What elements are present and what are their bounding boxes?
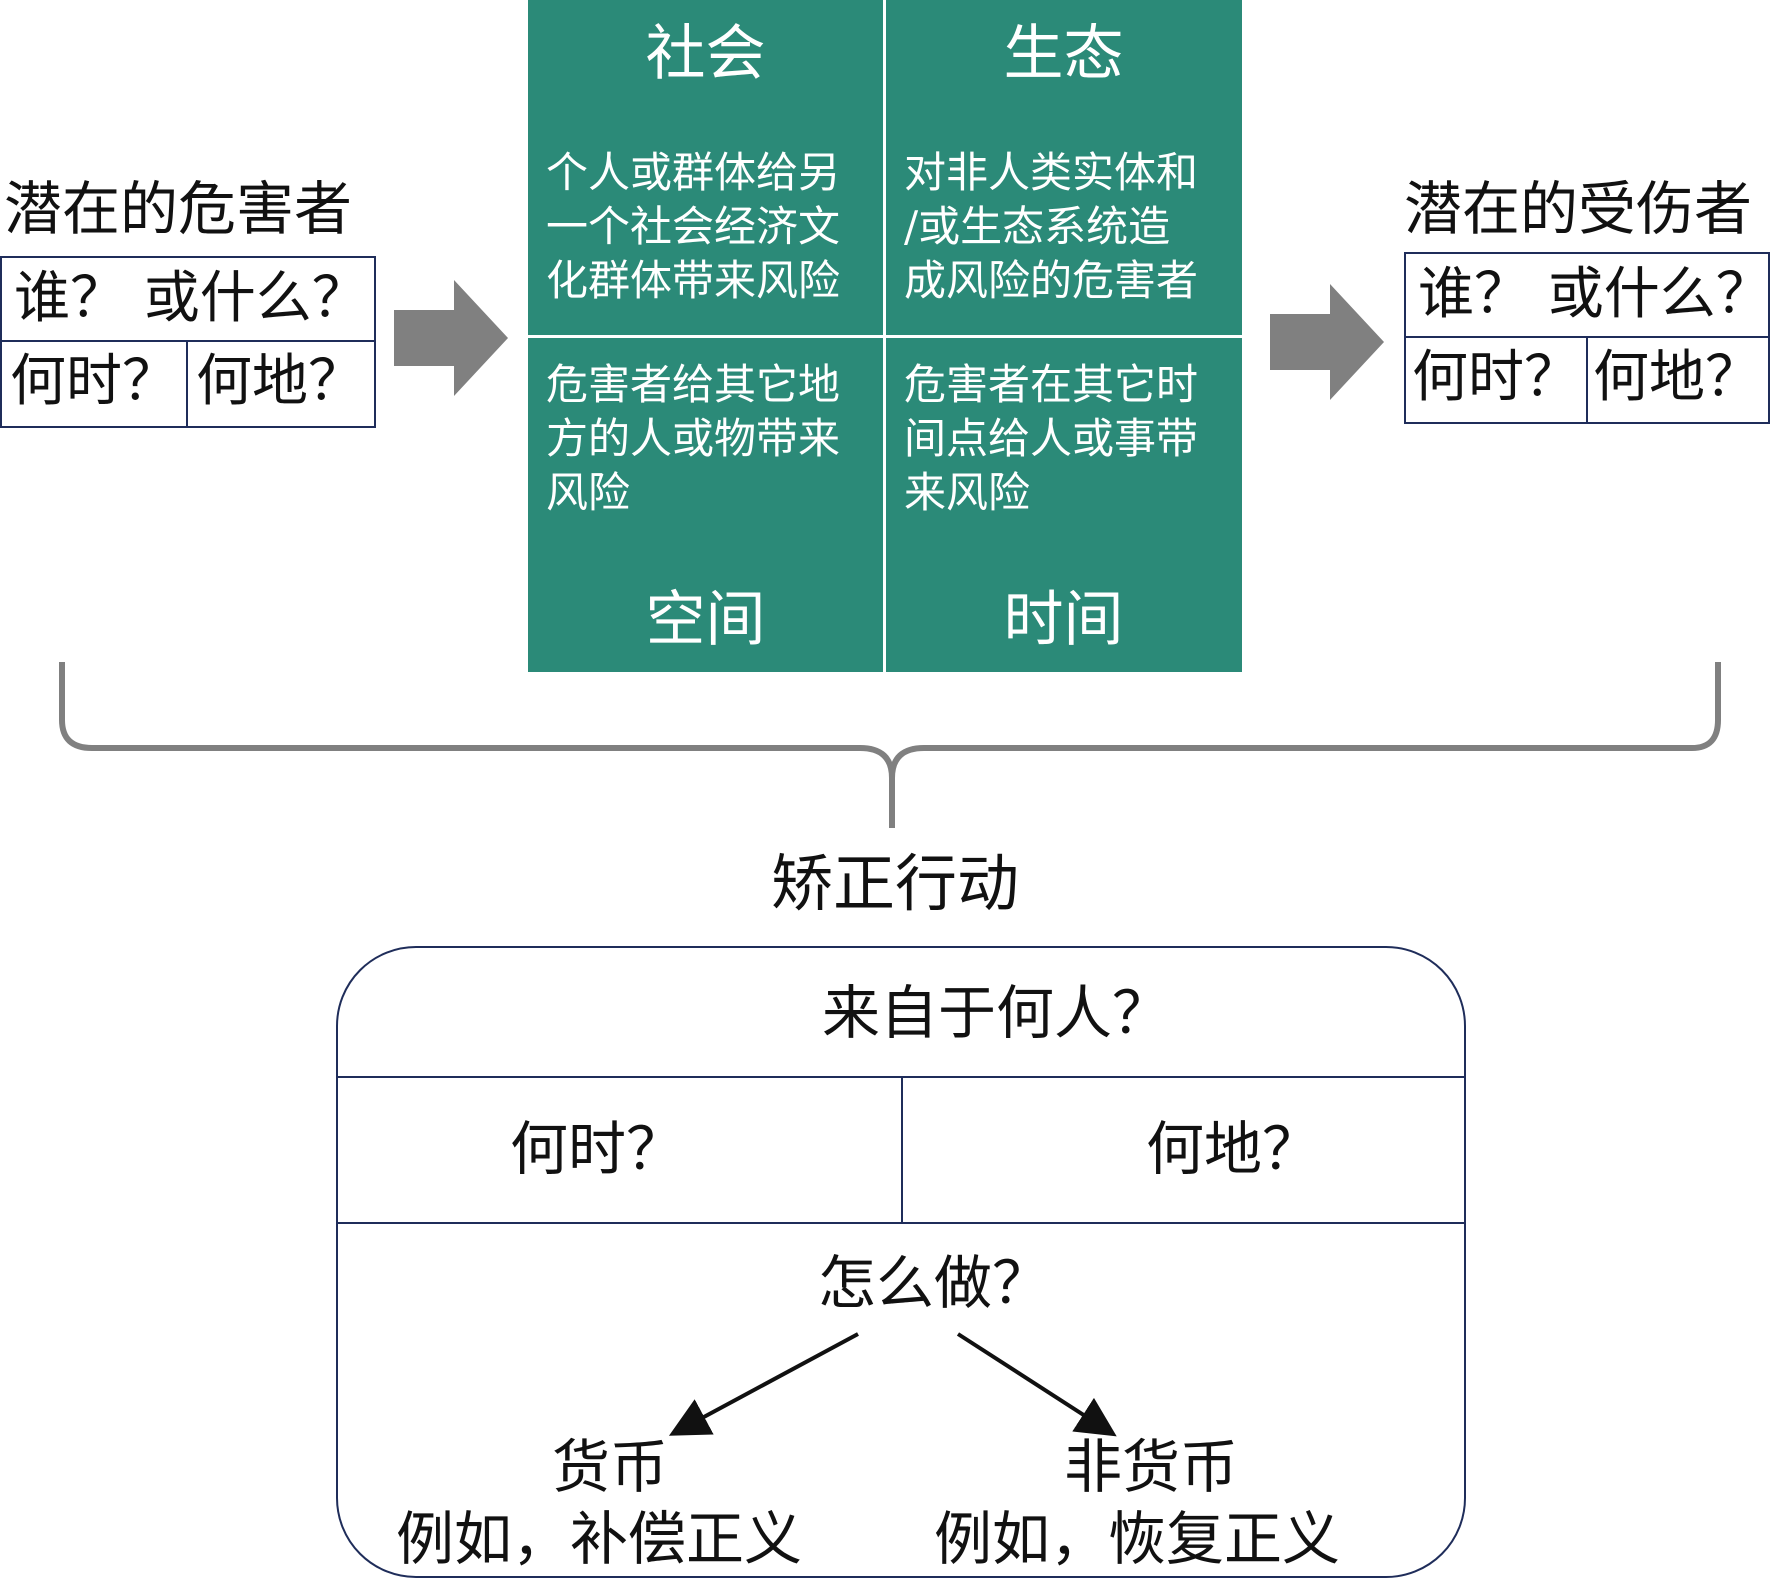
grouping-brace bbox=[59, 662, 1721, 828]
box-divider-bottom bbox=[338, 1222, 1464, 1224]
harmer-when-cell: 何时？ bbox=[2, 342, 188, 426]
corrective-action-title: 矫正行动 bbox=[770, 847, 1019, 920]
corrective-action-box: 来自于何人？ 何时？ 何地？ 怎么做？ 货币 例如，补偿正义 非货币 例如，恢复… bbox=[336, 946, 1466, 1578]
arrow-to-monetary bbox=[668, 1332, 859, 1436]
monetary-example: 例如，补偿正义 bbox=[396, 1505, 803, 1573]
right-arrow-left-shape bbox=[394, 280, 508, 396]
branch-arrows bbox=[668, 1332, 1117, 1437]
right-arrow-left bbox=[394, 280, 508, 396]
social-text-line: 一个社会经济文 bbox=[546, 202, 841, 251]
nonmonetary-example: 例如，恢复正义 bbox=[934, 1505, 1341, 1573]
matrix-time-text: 危害者在其它时 间点给人或事带 来风险 bbox=[904, 358, 1234, 520]
harmer-where-cell: 何地？ bbox=[196, 349, 364, 414]
ecological-text-line: 成风险的危害者 bbox=[904, 256, 1199, 305]
how-label: 怎么做？ bbox=[818, 1249, 1051, 1317]
victim-when-cell: 何时？ bbox=[1406, 338, 1588, 422]
matrix-space-title: 空间 bbox=[645, 585, 766, 655]
box-divider-vertical bbox=[901, 1076, 903, 1222]
matrix-ecological-title: 生态 bbox=[1003, 19, 1124, 89]
social-text-line: 个人或群体给另 bbox=[546, 148, 841, 197]
harmer-question-table: 谁？ 或什么？ 何时？ 何地？ bbox=[0, 256, 376, 428]
victim-title: 潜在的受伤者 bbox=[1404, 175, 1753, 243]
space-text-line: 方的人或物带来 bbox=[546, 414, 841, 463]
matrix-time-title: 时间 bbox=[1003, 585, 1124, 655]
harm-matrix: 社会 生态 个人或群体给另 一个社会经济文 化群体带来风险 对非人类实体和 /或… bbox=[528, 0, 1242, 672]
space-text-line: 危害者给其它地 bbox=[546, 360, 841, 409]
social-text-line: 化群体带来风险 bbox=[546, 256, 841, 305]
right-arrow-right bbox=[1270, 284, 1384, 400]
matrix-space-text: 危害者给其它地 方的人或物带来 风险 bbox=[546, 358, 876, 520]
matrix-social-title: 社会 bbox=[645, 19, 766, 89]
time-text-line: 来风险 bbox=[904, 468, 1031, 517]
matrix-ecological-text: 对非人类实体和 /或生态系统造 成风险的危害者 bbox=[904, 146, 1234, 308]
grouping-brace-path bbox=[59, 662, 1721, 828]
victim-question-table: 谁？ 或什么？ 何时？ 何地？ bbox=[1404, 252, 1772, 424]
nonmonetary-label: 非货币 bbox=[1064, 1433, 1239, 1501]
time-text-line: 危害者在其它时 bbox=[904, 360, 1199, 409]
right-arrow-right-shape bbox=[1270, 284, 1384, 400]
ecological-text-line: /或生态系统造 bbox=[904, 202, 1171, 251]
monetary-label: 货币 bbox=[552, 1433, 669, 1501]
ecological-text-line: 对非人类实体和 bbox=[904, 148, 1199, 197]
arrow-to-nonmonetary bbox=[956, 1332, 1117, 1437]
victim-where-cell: 何地？ bbox=[1593, 345, 1761, 410]
matrix-horizontal-divider bbox=[528, 335, 1242, 338]
space-text-line: 风险 bbox=[546, 468, 631, 517]
harmer-who-cell: 谁？ 或什么？ bbox=[2, 258, 374, 342]
from-whom-label: 来自于何人？ bbox=[822, 979, 1171, 1047]
victim-who-cell: 谁？ 或什么？ bbox=[1406, 254, 1772, 338]
when-label: 何时？ bbox=[510, 1115, 685, 1183]
time-text-line: 间点给人或事带 bbox=[904, 414, 1199, 463]
where-label: 何地？ bbox=[1146, 1115, 1321, 1183]
harmer-title: 潜在的危害者 bbox=[4, 175, 353, 243]
matrix-social-text: 个人或群体给另 一个社会经济文 化群体带来风险 bbox=[546, 146, 876, 308]
